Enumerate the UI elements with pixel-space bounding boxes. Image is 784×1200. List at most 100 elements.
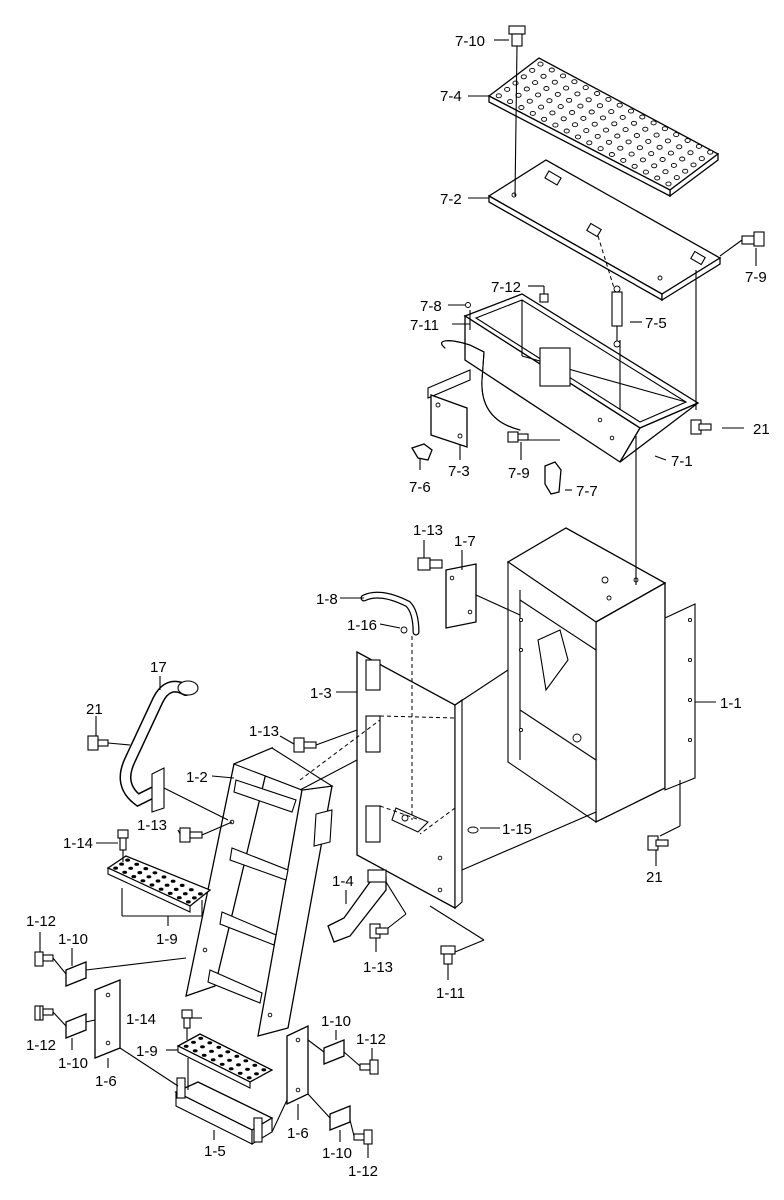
label-7-2: 7-2 — [440, 191, 462, 208]
part-1-12-bolt-b — [34, 1005, 54, 1021]
perforation-hole — [577, 103, 584, 109]
perforation-hole — [682, 168, 689, 174]
perforation-hole — [631, 163, 638, 169]
step-tread-hole — [149, 883, 155, 887]
part-1-8-handle — [360, 591, 420, 636]
perforation-hole — [628, 151, 635, 157]
part-1-2-ladder — [185, 746, 334, 1037]
perforation-hole — [583, 128, 590, 134]
perforation-hole — [560, 73, 567, 79]
perforation-hole — [633, 133, 640, 138]
part-1-12-bolt-d — [353, 1129, 373, 1145]
perforation-hole — [611, 121, 618, 127]
step-tread-hole — [122, 870, 128, 874]
part-1-13-bolt-c — [179, 827, 203, 843]
perforation-hole — [520, 74, 527, 80]
perforation-hole — [639, 114, 646, 120]
perforation-hole — [625, 139, 632, 145]
perforation-hole — [557, 104, 564, 110]
part-7-6-wing-nut — [411, 443, 433, 461]
perforation-hole — [580, 115, 587, 121]
step-tread-hole — [198, 1036, 204, 1040]
step-tread-hole — [161, 875, 167, 879]
label-1-9-lower: 1-9 — [136, 1043, 158, 1060]
perforation-hole — [642, 169, 649, 175]
step-tread-hole — [170, 879, 176, 883]
perforation-hole — [594, 91, 601, 96]
label-1-9-upper: 1-9 — [156, 931, 178, 948]
perforation-hole — [554, 91, 561, 97]
part-7-9-bolt-upper — [741, 231, 765, 247]
perforation-hole — [582, 85, 589, 91]
label-1-12-d: 1-12 — [348, 1163, 378, 1180]
perforation-hole — [548, 67, 555, 73]
perforation-hole — [608, 109, 615, 115]
perforation-hole — [535, 92, 542, 98]
perforation-hole — [566, 97, 573, 103]
perforation-hole — [622, 127, 629, 133]
label-7-7: 7-7 — [576, 483, 598, 500]
step-tread-hole — [236, 1063, 241, 1067]
label-7-9-lower: 7-9 — [508, 465, 530, 482]
perforation-hole — [574, 134, 582, 140]
perforation-hole — [665, 181, 672, 187]
label-1-15: 1-15 — [502, 821, 532, 838]
step-tread-hole — [225, 1050, 231, 1054]
step-tread-hole — [143, 867, 149, 871]
perforation-hole — [673, 175, 680, 181]
perforation-hole — [690, 162, 697, 168]
step-tread-hole — [210, 1058, 216, 1062]
perforation-hole — [538, 104, 545, 110]
step-tread-hole — [228, 1067, 234, 1071]
part-7-10-bolt — [508, 25, 526, 47]
label-1-5: 1-5 — [204, 1143, 226, 1160]
perforation-hole — [529, 110, 536, 116]
perforation-hole — [642, 126, 649, 132]
step-tread-hole — [137, 871, 143, 875]
part-labels: 7-10 7-4 7-2 7-9 7-12 7-8 7-11 7-5 21 7-… — [26, 33, 770, 1180]
label-1-12-a: 1-12 — [26, 913, 56, 930]
step-tread-hole — [113, 866, 118, 870]
perforation-hole — [707, 149, 714, 155]
label-1-4: 1-4 — [332, 873, 354, 890]
perforation-hole — [659, 157, 666, 162]
label-1-14-upper: 1-14 — [63, 835, 93, 852]
perforation-hole — [639, 157, 646, 163]
perforation-hole — [507, 99, 514, 105]
step-tread-hole — [219, 1062, 225, 1066]
part-1-12-bolt-a — [34, 951, 54, 967]
label-7-4: 7-4 — [440, 88, 462, 105]
step-tread-hole — [128, 866, 134, 870]
part-1-13-bolt-a — [417, 557, 443, 571]
label-21-right: 21 — [646, 869, 663, 886]
part-1-14-bolt-b — [181, 1009, 193, 1029]
step-tread-hole — [164, 883, 170, 887]
perforation-hole — [596, 103, 604, 109]
part-1-4-bracket — [327, 869, 387, 943]
step-tread-hole — [192, 1049, 198, 1053]
step-tread-hole — [201, 1053, 207, 1057]
perforation-hole — [529, 67, 536, 73]
step-tread-hole — [252, 1063, 258, 1067]
part-7-12-bracket — [539, 293, 549, 303]
step-tread-hole — [261, 1068, 267, 1072]
label-1-12-b: 1-12 — [26, 1037, 56, 1054]
label-7-12: 7-12 — [491, 279, 521, 296]
perforation-hole — [597, 146, 604, 152]
perforation-hole — [620, 157, 627, 163]
label-7-8: 7-8 — [420, 298, 442, 315]
part-7-4-perforated-plate — [487, 57, 720, 198]
perforation-hole — [614, 133, 621, 139]
perforation-hole — [504, 86, 511, 92]
perforation-hole — [605, 139, 613, 145]
label-1-13-bottom: 1-13 — [363, 959, 393, 976]
step-tread-hole — [173, 887, 179, 892]
perforation-hole — [636, 145, 643, 151]
perforation-hole — [495, 93, 502, 99]
part-1-9-step-upper — [106, 855, 212, 913]
step-tread-hole — [234, 1054, 240, 1058]
perforation-hole — [532, 80, 539, 86]
label-1-14-lower: 1-14 — [126, 1011, 156, 1028]
perforation-hole — [552, 122, 559, 128]
